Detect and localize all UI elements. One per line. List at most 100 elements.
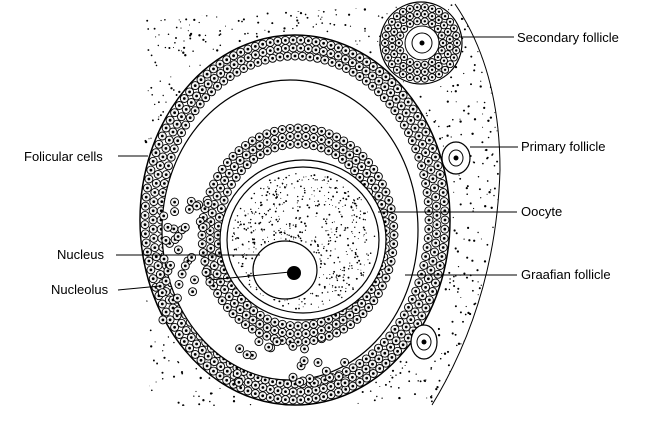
cytoplasm-speck <box>261 194 263 197</box>
secondary-follicle-cell-nucleus <box>408 68 412 72</box>
stroma-speck <box>484 13 487 16</box>
granulosa-cell-nucleus <box>394 97 398 101</box>
granulosa-cell-nucleus <box>438 264 442 267</box>
stroma-speck <box>164 19 166 21</box>
stroma-speck <box>486 193 488 195</box>
cytoplasm-speck <box>301 198 304 200</box>
stroma-speck <box>493 242 496 245</box>
stroma-speck <box>349 25 352 27</box>
stroma-speck <box>430 400 433 403</box>
cytoplasm-speck <box>260 187 262 190</box>
stroma-speck <box>315 23 317 25</box>
stroma-speck <box>369 51 372 54</box>
cytoplasm-speck <box>268 221 271 224</box>
granulosa-cell-nucleus <box>364 357 368 361</box>
granulosa-cell-nucleus <box>286 54 289 58</box>
granulosa-cell-nucleus <box>314 48 318 52</box>
cytoplasm-speck <box>335 228 338 231</box>
cytoplasm-speck <box>269 208 271 211</box>
cytoplasm-speck <box>336 274 338 277</box>
granulosa-cell-nucleus <box>225 67 229 71</box>
granulosa-cell-nucleus <box>212 77 216 80</box>
cytoplasm-speck <box>286 299 288 301</box>
granulosa-cell-nucleus <box>358 175 362 179</box>
stroma-speck <box>496 227 498 230</box>
cytoplasm-speck <box>285 223 288 225</box>
granulosa-cell-nucleus <box>219 186 222 190</box>
cumulus-cell-nucleus <box>198 220 202 224</box>
stroma-speck <box>473 239 476 242</box>
granulosa-cell-nucleus <box>151 159 155 163</box>
stroma-speck <box>219 33 222 35</box>
cytoplasm-speck <box>353 214 356 216</box>
cytoplasm-speck <box>275 218 278 221</box>
secondary-follicle-cell-nucleus <box>395 68 399 72</box>
granulosa-cell-nucleus <box>329 52 333 55</box>
cytoplasm-speck <box>298 217 301 219</box>
stroma-speck <box>317 15 320 17</box>
granulosa-cell-nucleus <box>216 233 220 237</box>
stroma-speck <box>464 383 466 386</box>
granulosa-cell-nucleus <box>235 372 239 375</box>
secondary-follicle-cell-nucleus <box>415 77 419 81</box>
stroma-speck <box>477 176 480 178</box>
stroma-speck <box>182 404 185 406</box>
stroma-speck <box>477 294 479 296</box>
stroma-speck <box>461 386 463 388</box>
stroma-speck <box>496 160 499 163</box>
cytoplasm-speck <box>333 261 336 264</box>
granulosa-cell-nucleus <box>265 334 269 338</box>
granulosa-cell-nucleus <box>391 216 395 219</box>
granulosa-cell-nucleus <box>404 325 408 329</box>
stroma-speck <box>156 362 159 365</box>
cytoplasm-speck <box>298 298 300 300</box>
cytoplasm-speck <box>314 200 316 202</box>
cumulus-cell-nucleus <box>188 208 191 211</box>
granulosa-cell-nucleus <box>319 146 323 150</box>
cytoplasm-speck <box>315 204 317 207</box>
cytoplasm-speck <box>359 263 362 265</box>
stroma-speck <box>237 19 240 22</box>
stroma-speck <box>242 18 245 21</box>
cytoplasm-speck <box>350 205 353 208</box>
granulosa-cell-nucleus <box>159 209 163 213</box>
granulosa-cell-nucleus <box>184 108 188 111</box>
granulosa-cell-nucleus <box>428 138 431 142</box>
stroma-speck <box>491 342 493 345</box>
granulosa-cell-nucleus <box>254 53 257 57</box>
stroma-speck <box>467 346 470 349</box>
cytoplasm-speck <box>354 226 356 228</box>
cytoplasm-speck <box>340 213 342 215</box>
granulosa-cell-nucleus <box>203 259 207 263</box>
cytoplasm-speck <box>355 204 358 207</box>
granulosa-cell-nucleus <box>151 277 155 281</box>
cytoplasm-speck <box>237 221 239 223</box>
cytoplasm-speck <box>366 211 368 213</box>
granulosa-cell-nucleus <box>222 79 226 83</box>
stroma-speck <box>453 275 455 278</box>
stroma-speck <box>224 25 227 27</box>
granulosa-cell-nucleus <box>343 361 346 364</box>
stroma-speck <box>152 359 155 362</box>
secondary-follicle-cell-nucleus <box>437 10 441 14</box>
cytoplasm-speck <box>282 210 285 212</box>
stroma-speck <box>438 125 440 128</box>
cytoplasm-speck <box>263 188 265 190</box>
cytoplasm-speck <box>354 253 357 256</box>
stroma-speck <box>490 5 494 8</box>
granulosa-cell-nucleus <box>173 325 177 329</box>
stroma-speck <box>465 276 469 279</box>
stroma-speck <box>145 300 148 303</box>
cumulus-cell-nucleus <box>162 214 166 218</box>
cytoplasm-speck <box>255 288 258 291</box>
granulosa-cell-nucleus <box>210 211 214 215</box>
stroma-speck <box>463 72 465 75</box>
cytoplasm-speck <box>349 248 351 250</box>
granulosa-cell-nucleus <box>144 204 147 208</box>
cytoplasm-speck <box>243 223 245 226</box>
stroma-speck <box>408 370 411 373</box>
label-nucleolus: Nucleolus <box>51 282 109 297</box>
granulosa-cell-nucleus <box>149 168 153 172</box>
granulosa-cell-nucleus <box>435 232 438 236</box>
stroma-speck <box>202 399 205 402</box>
